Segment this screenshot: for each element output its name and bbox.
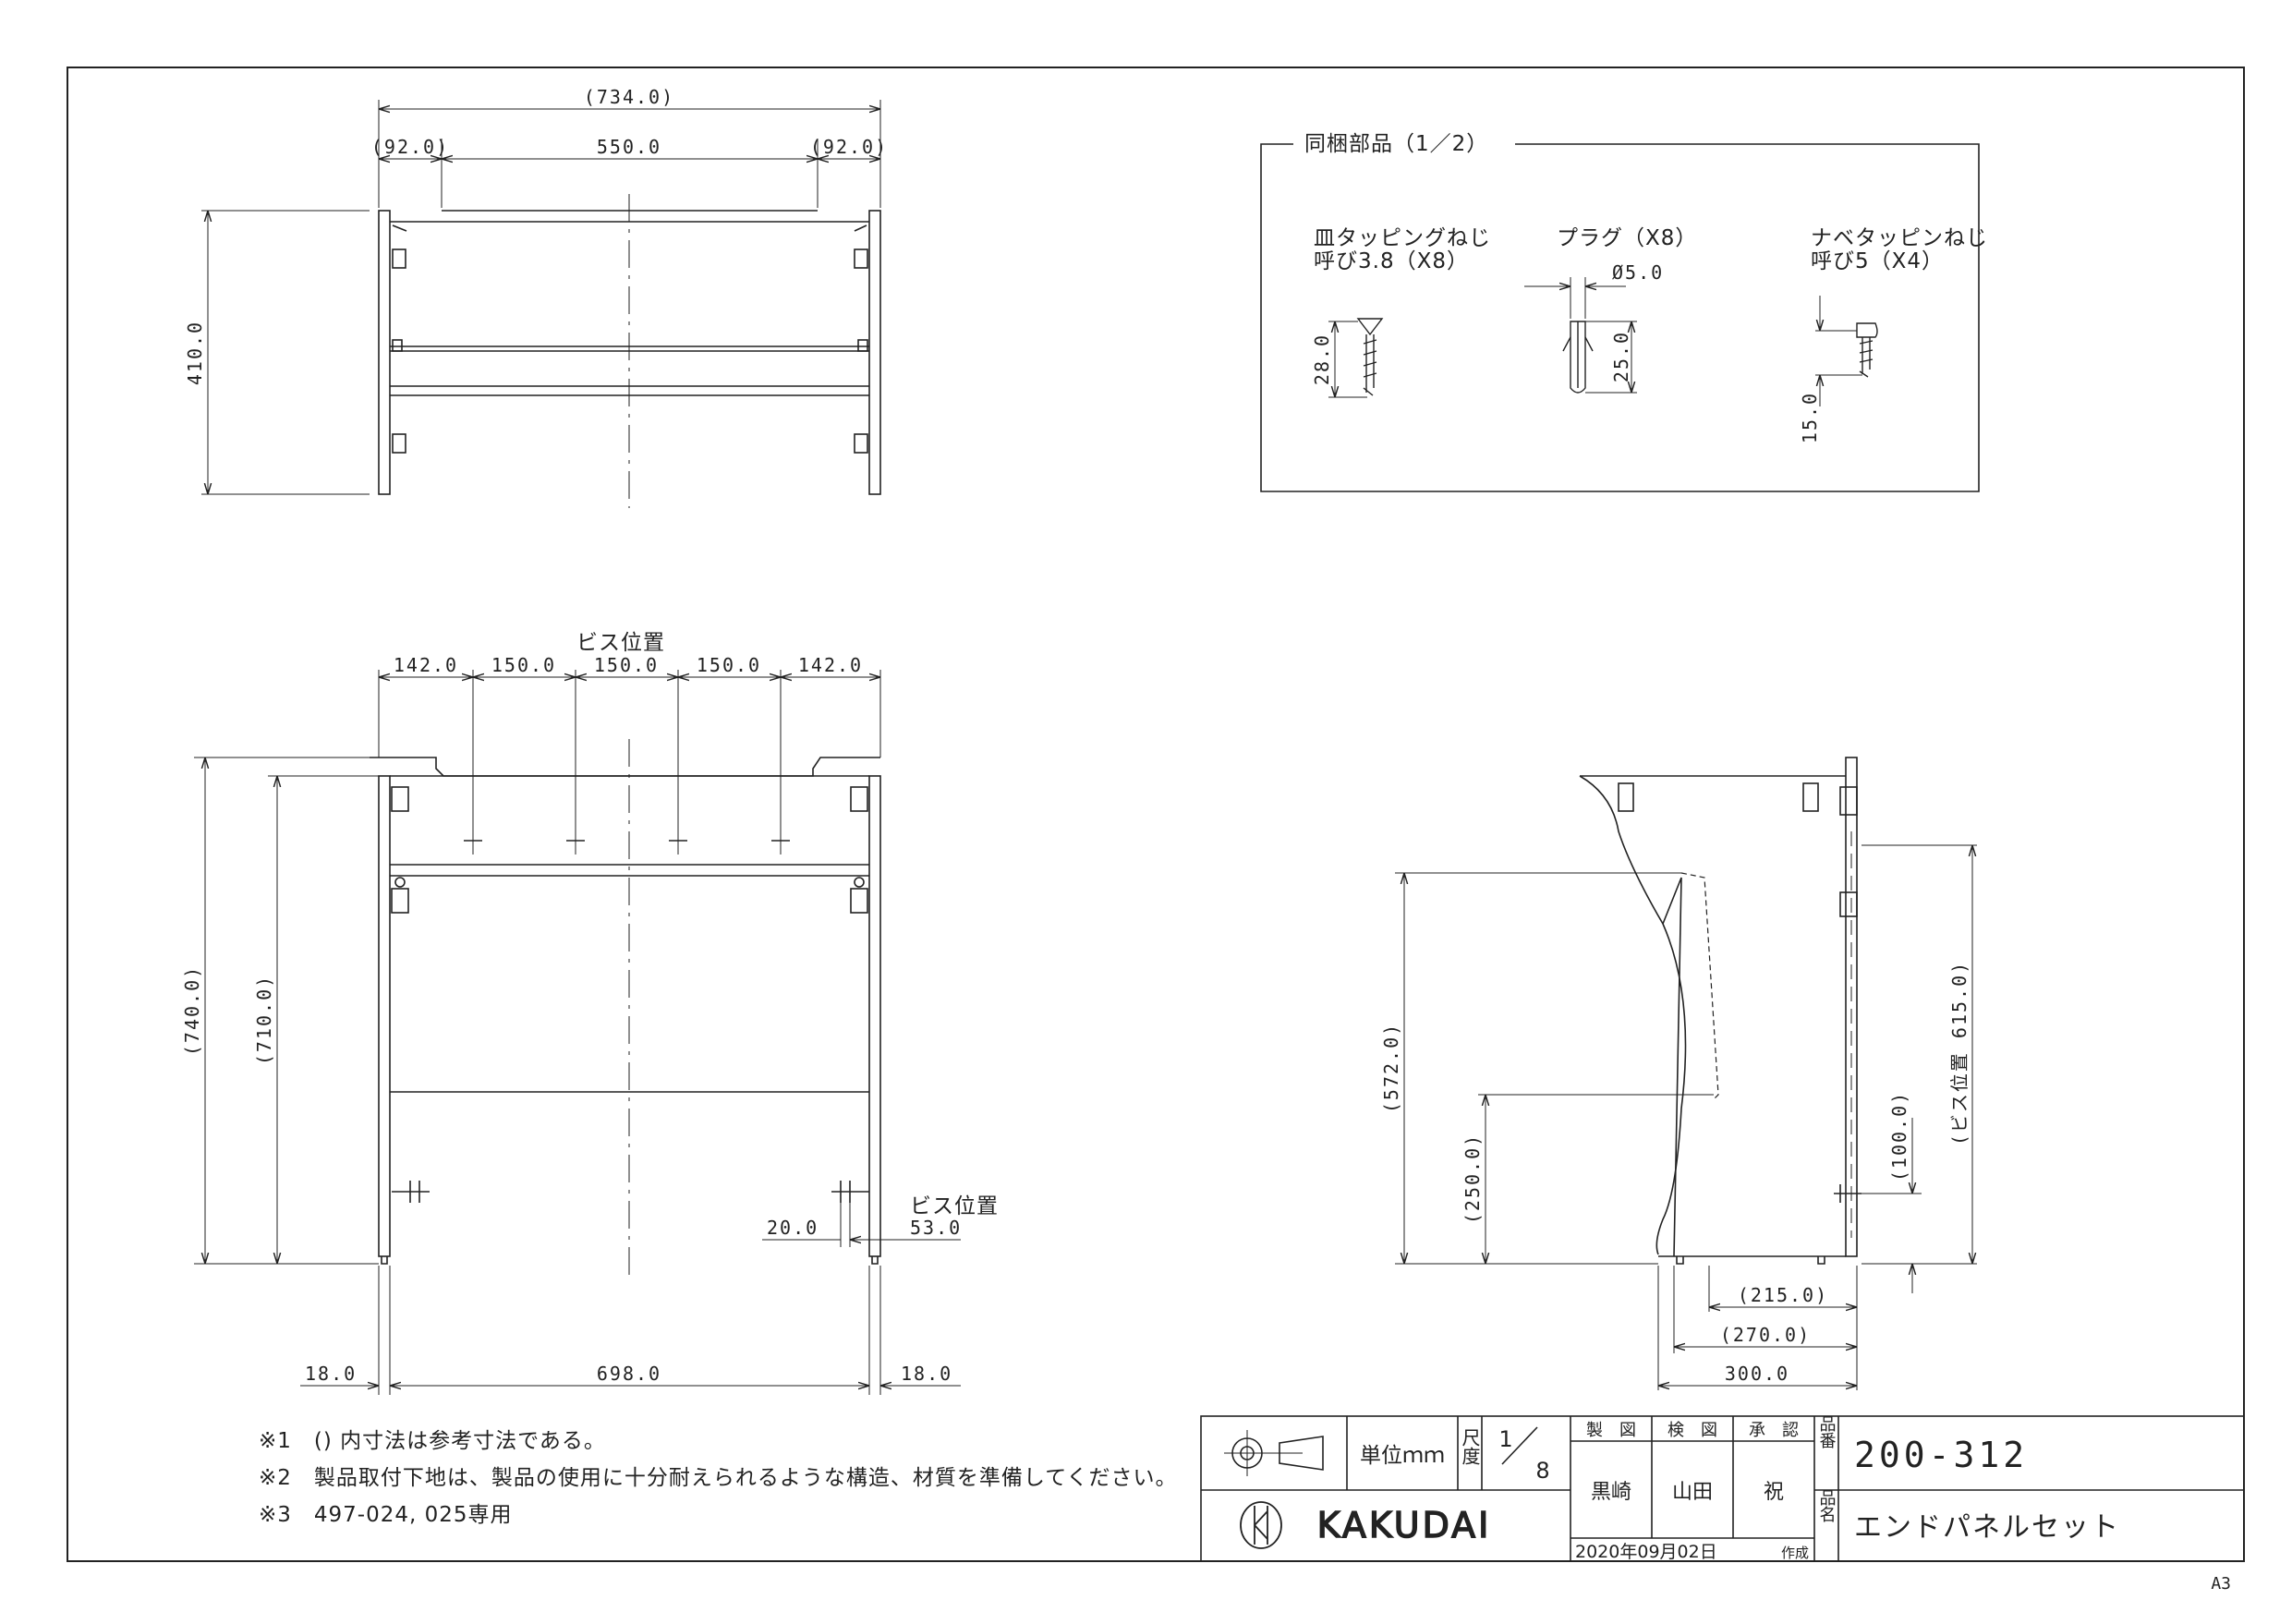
side-d-300: 300.0	[1725, 1363, 1789, 1385]
front-screw-dim-1: 142.0	[394, 654, 458, 676]
side-screw-615: (ビス位置 615.0)	[1948, 961, 1971, 1145]
scale-denominator: 8	[1535, 1458, 1549, 1484]
front-dim-53: 53.0	[910, 1217, 962, 1239]
plug-icon	[1524, 277, 1637, 394]
accessory-1-spec: 呼び3.8（X8）	[1314, 249, 1469, 273]
accessory-2-dim: 25.0	[1610, 331, 1632, 382]
top-center-width: 550.0	[597, 136, 661, 158]
part-no-label: 品番	[1817, 1415, 1837, 1448]
top-overall-width: (734.0)	[584, 86, 674, 108]
front-screw-label-2: ビス位置	[910, 1194, 999, 1218]
part-name: エンドパネルセット	[1854, 1511, 2120, 1544]
scale-label: 尺度	[1459, 1428, 1481, 1465]
accessory-3-spec: 呼び5（X4）	[1811, 249, 1944, 273]
scale-numerator: 1	[1498, 1426, 1512, 1452]
note-1: ※1 () 内寸法は参考寸法である。	[259, 1429, 606, 1453]
kakudai-logo-icon	[1240, 1501, 1282, 1549]
checked-label: 検 図	[1667, 1421, 1717, 1440]
approved-label: 承 認	[1749, 1421, 1799, 1440]
accessory-2-dia: Ø5.0	[1612, 261, 1664, 284]
top-left-offset: (92.0)	[371, 136, 449, 158]
company-name: KAKUDAI	[1317, 1505, 1492, 1545]
accessory-3-dim: 15.0	[1799, 392, 1821, 443]
front-screw-dim-4: 150.0	[697, 654, 761, 676]
part-name-label: 品名	[1817, 1489, 1837, 1522]
sheet-border	[67, 67, 2245, 1562]
accessory-3-name: ナベタッピンねじ	[1811, 226, 1988, 250]
accessory-2-name: プラグ（X8）	[1557, 226, 1697, 250]
front-left-thk: 18.0	[305, 1363, 357, 1385]
front-view	[194, 670, 961, 1395]
side-view	[1395, 757, 1977, 1390]
unit-label: 単位ｍｍ	[1360, 1444, 1445, 1468]
approved-by: 祝	[1764, 1481, 1784, 1504]
sheet-size-label: A3	[2211, 1574, 2231, 1594]
accessory-1-name: 皿タッピングねじ	[1314, 226, 1491, 250]
checked-by: 山田	[1672, 1481, 1713, 1504]
side-d-215: (215.0)	[1738, 1284, 1828, 1306]
accessories-title: 同梱部品（1／2）	[1304, 132, 1488, 156]
side-h-100: (100.0)	[1888, 1091, 1910, 1182]
date-suffix: 作成	[1781, 1545, 1809, 1561]
part-no: 200-312	[1854, 1435, 2028, 1475]
top-depth: 410.0	[184, 321, 206, 385]
accessories-box	[1260, 143, 1980, 492]
front-dim-20: 20.0	[767, 1217, 819, 1239]
side-h-250: (250.0)	[1461, 1133, 1484, 1224]
note-2: ※2 製品取付下地は、製品の使用に十分耐えられるような構造、材質を準備してくださ…	[259, 1466, 1178, 1490]
front-screw-label: ビス位置	[576, 631, 665, 655]
front-height-inner: (710.0)	[253, 975, 275, 1065]
front-inner-width: 698.0	[597, 1363, 661, 1385]
drawn-label: 製 図	[1586, 1421, 1636, 1440]
front-height-total: (740.0)	[181, 965, 203, 1056]
side-d-270: (270.0)	[1720, 1324, 1811, 1346]
side-h-572: (572.0)	[1380, 1023, 1402, 1113]
front-screw-dim-2: 150.0	[491, 654, 556, 676]
drawn-by: 黒崎	[1591, 1481, 1631, 1504]
pan-head-screw-icon	[1815, 296, 1878, 406]
front-right-thk: 18.0	[901, 1363, 952, 1385]
front-screw-dim-5: 142.0	[798, 654, 863, 676]
projection-symbol-icon	[1224, 1430, 1324, 1476]
top-right-offset: (92.0)	[810, 136, 888, 158]
front-screw-dim-3: 150.0	[594, 654, 659, 676]
top-view	[201, 100, 881, 508]
accessory-1-dim: 28.0	[1311, 333, 1333, 385]
date-created: 2020年09月02日	[1575, 1542, 1717, 1562]
title-block	[1200, 1415, 2245, 1562]
note-3: ※3 497-024, 025専用	[259, 1503, 513, 1527]
countersunk-screw-icon	[1328, 318, 1384, 398]
